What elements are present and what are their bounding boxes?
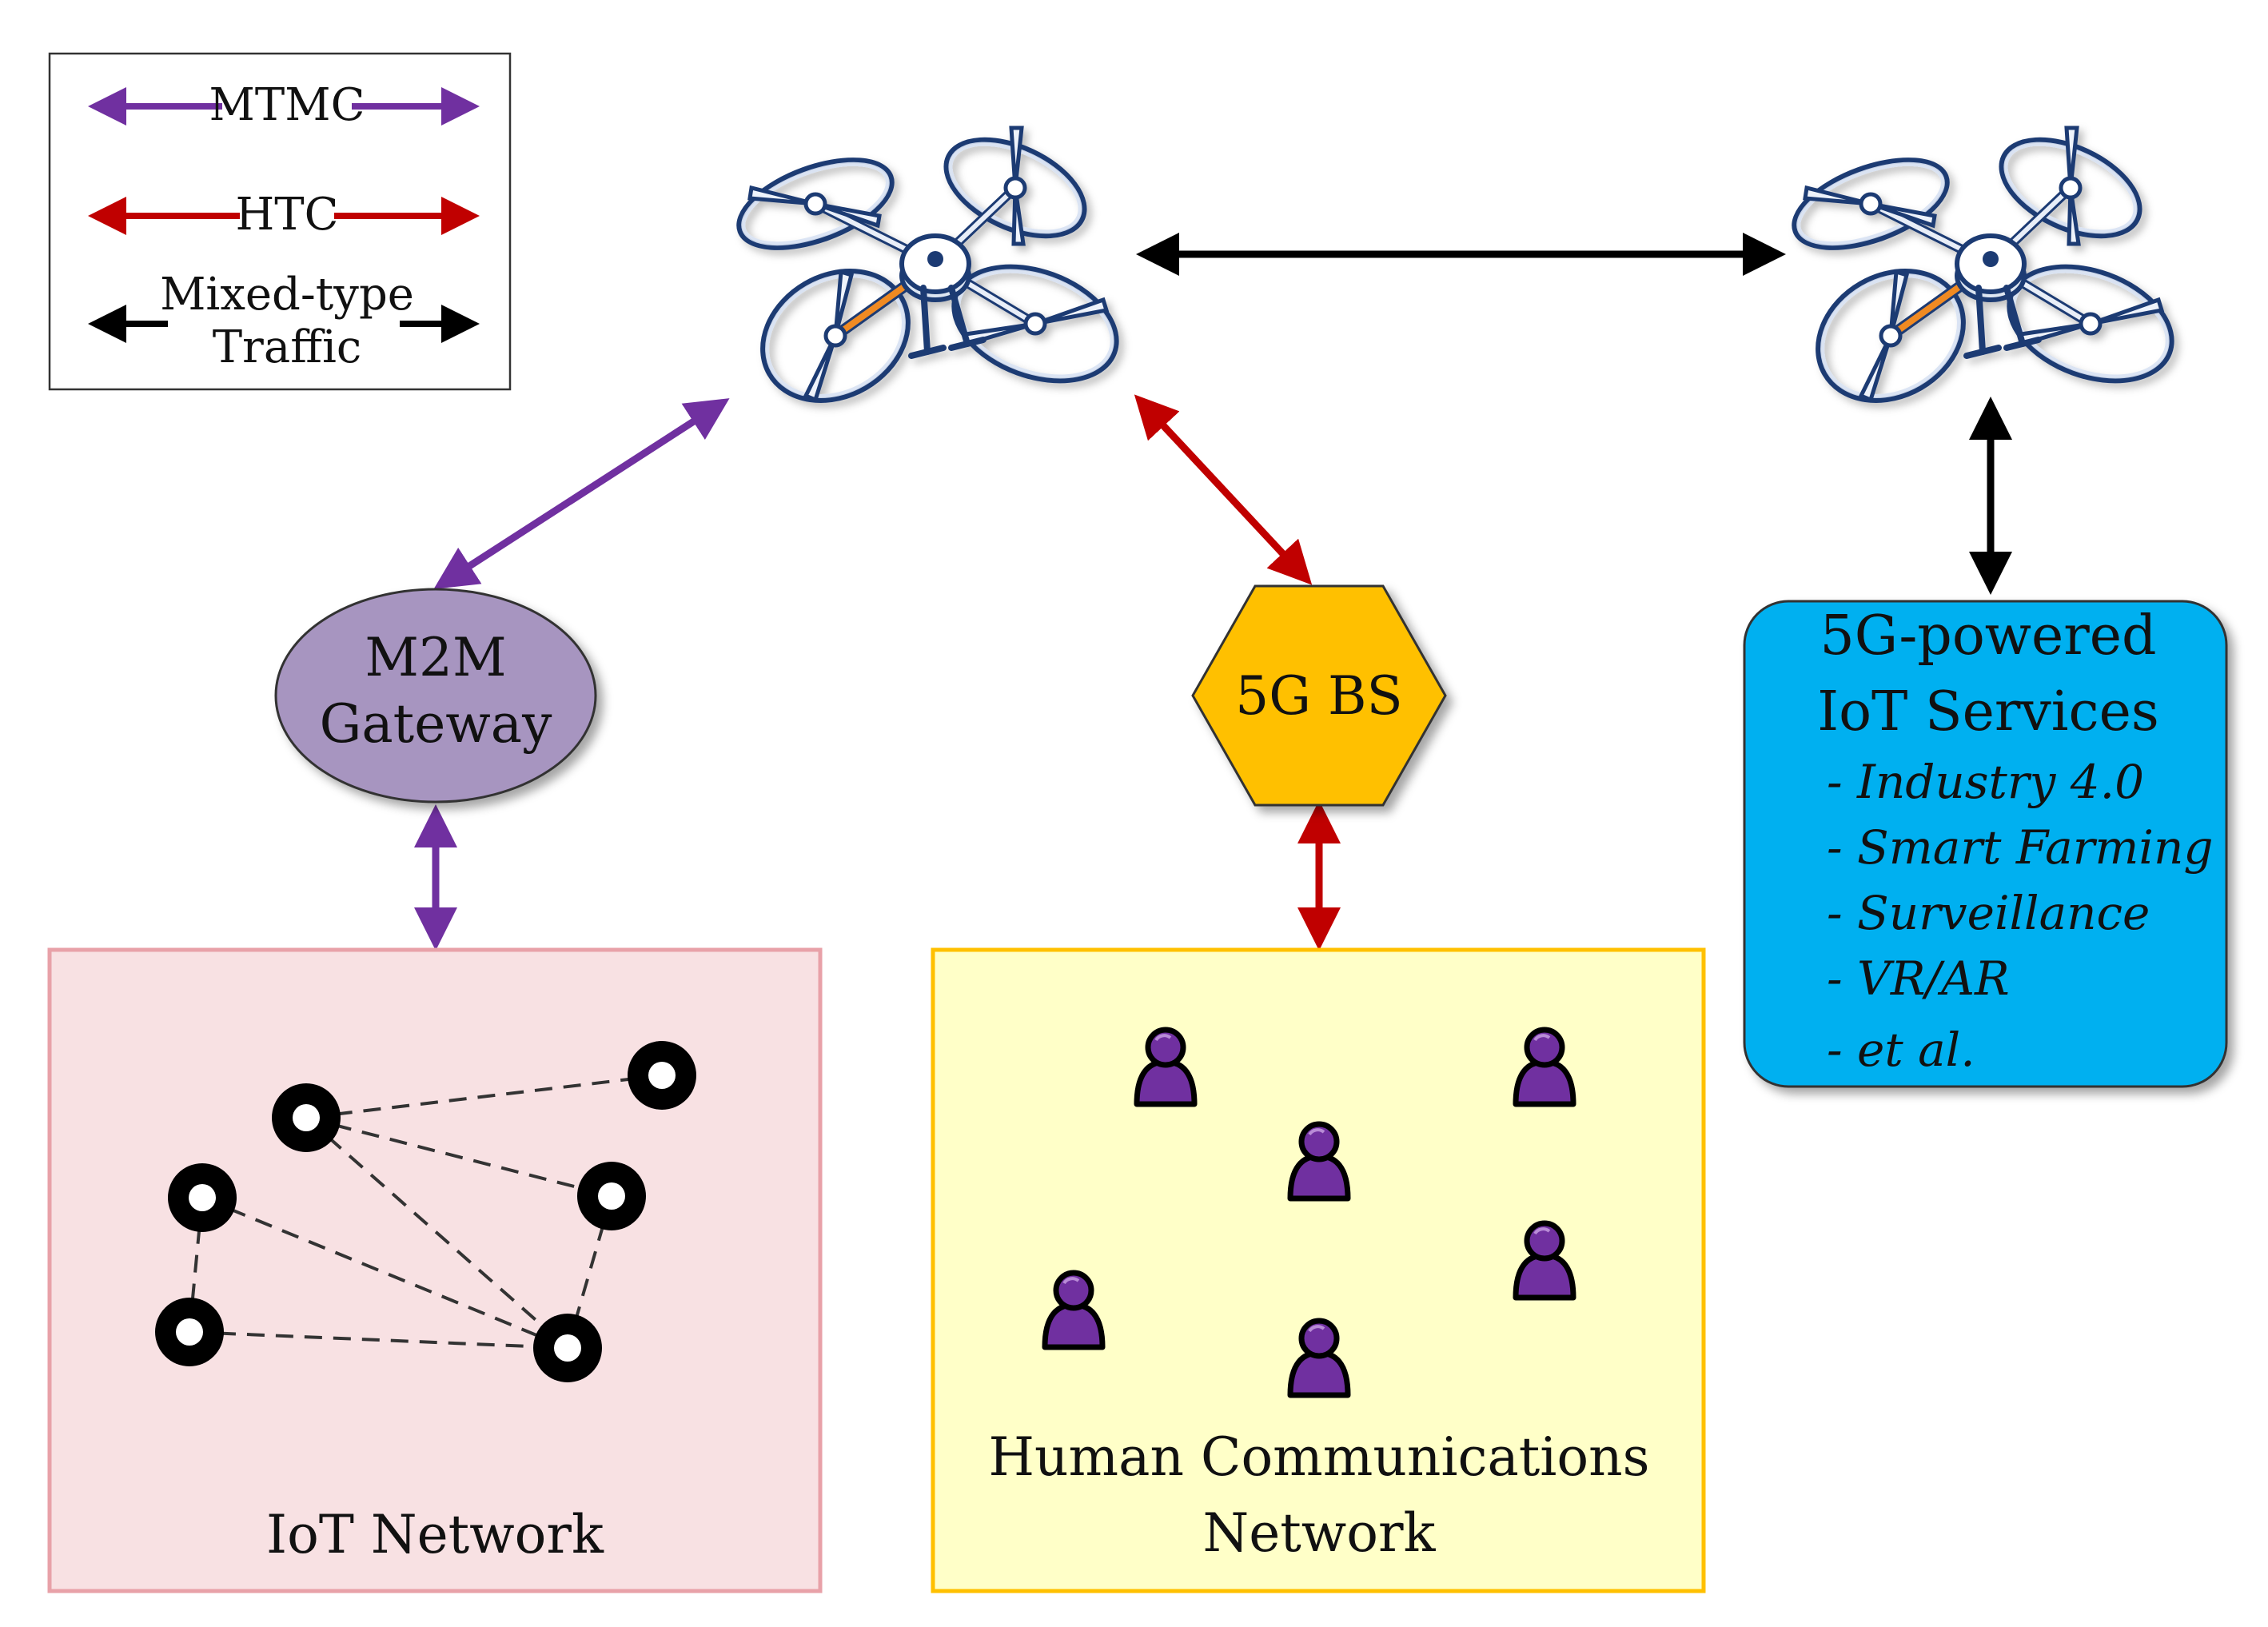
iot-services-box: 5G-powered IoT Services - Industry 4.0 -… [1743, 600, 2228, 1088]
legend: MTMC HTC Mixed-type Traffic [48, 52, 512, 391]
services-item: - et al. [1827, 1023, 1975, 1077]
base-station-label: 5G BS [1235, 665, 1402, 727]
iot-network-panel: IoT Network [47, 947, 823, 1593]
legend-mtmc-label: MTMC [209, 79, 365, 131]
iot-node-icon [628, 1041, 696, 1110]
human-network-panel: Human Communications Network [931, 947, 1706, 1593]
iot-node-icon [533, 1314, 602, 1382]
human-network-label-line1: Human Communications [988, 1426, 1649, 1488]
iot-node-icon [155, 1298, 224, 1366]
services-item: - Surveillance [1827, 886, 2150, 940]
services-item: - VR/AR [1827, 951, 2010, 1006]
gateway-label-line1: M2M [365, 627, 506, 688]
legend-mixed-label-line2: Traffic [213, 321, 362, 373]
services-item: - Smart Farming [1827, 820, 2213, 875]
uav-right-icon [1784, 121, 2187, 426]
uav-to-gateway-mtmc-link [433, 398, 730, 589]
iot-node-icon [272, 1083, 341, 1152]
iot-network-label: IoT Network [266, 1504, 604, 1565]
gateway-label-line2: Gateway [320, 693, 552, 755]
human-network-label-line2: Network [1202, 1502, 1436, 1564]
services-item: - Industry 4.0 [1827, 755, 2144, 809]
legend-htc-label: HTC [235, 189, 338, 241]
m2m-gateway-node: M2M Gateway [274, 588, 597, 804]
base-station-node: 5G BS [1191, 584, 1447, 807]
iot-node-icon [168, 1163, 237, 1232]
uav-to-bs-htc-link [1134, 394, 1313, 585]
services-title-line1: 5G-powered [1820, 604, 2156, 668]
uav-left-icon [728, 121, 1132, 426]
iot-node-icon [577, 1162, 646, 1230]
services-title-line2: IoT Services [1817, 680, 2159, 744]
legend-mixed-label-line1: Mixed-type [160, 269, 414, 321]
